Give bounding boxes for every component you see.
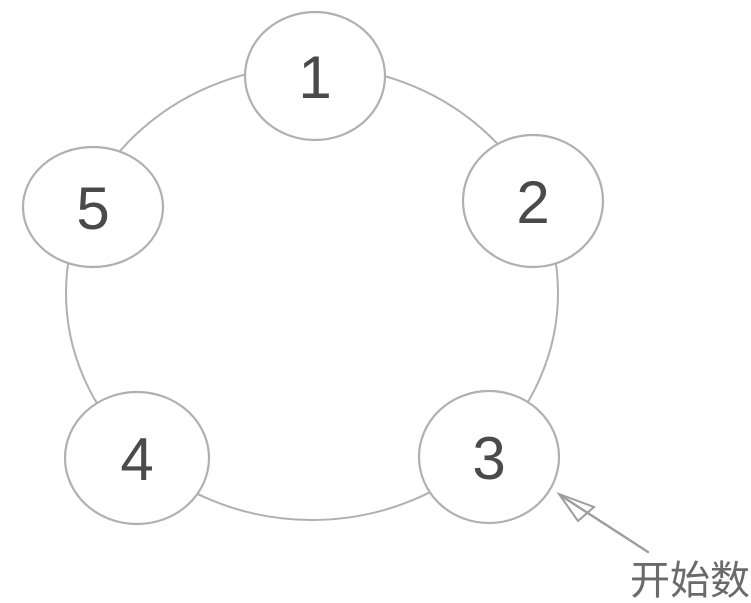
node-2-label: 2 [516,169,549,236]
node-1-label: 1 [298,44,331,111]
node-3: 3 [417,389,561,525]
node-2: 2 [461,133,605,269]
node-1: 1 [243,10,387,142]
arrow-shaft [558,493,650,554]
node-1-circle [243,10,387,142]
start-counting-label: 开始数 [630,559,750,603]
node-5: 5 [21,145,165,269]
node-4: 4 [63,390,211,526]
node-5-circle [21,145,165,269]
node-3-label: 3 [472,425,505,492]
node-2-circle [461,133,605,269]
node-4-circle [63,390,211,526]
node-3-circle [417,389,561,525]
start-arrow [556,491,650,554]
node-5-label: 5 [76,175,109,242]
node-4-label: 4 [120,426,153,493]
